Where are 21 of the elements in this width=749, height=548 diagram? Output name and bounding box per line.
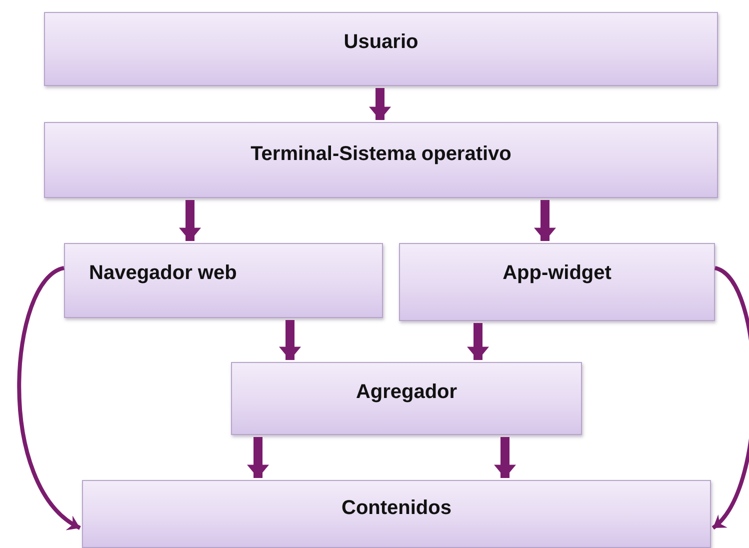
box-label: Navegador web — [89, 262, 238, 285]
process-box — [44, 12, 718, 86]
box-label: App-widget — [502, 262, 612, 285]
arrow — [494, 437, 516, 478]
box-label: Contenidos — [340, 497, 452, 520]
process-box — [82, 480, 711, 548]
arrow — [467, 323, 489, 360]
arrow — [179, 200, 201, 241]
arrow — [17, 266, 82, 530]
box-label: Usuario — [342, 31, 420, 54]
arrow — [534, 200, 556, 241]
arrow — [369, 88, 391, 120]
process-box — [399, 243, 715, 321]
arrow — [279, 320, 301, 360]
process-box — [231, 362, 582, 435]
process-box — [44, 122, 718, 198]
box-label: Agregador — [354, 381, 458, 404]
arrow — [712, 266, 749, 530]
arrow — [247, 437, 269, 478]
process-box — [64, 243, 383, 318]
box-label: Terminal-Sistema operativo — [250, 143, 512, 166]
